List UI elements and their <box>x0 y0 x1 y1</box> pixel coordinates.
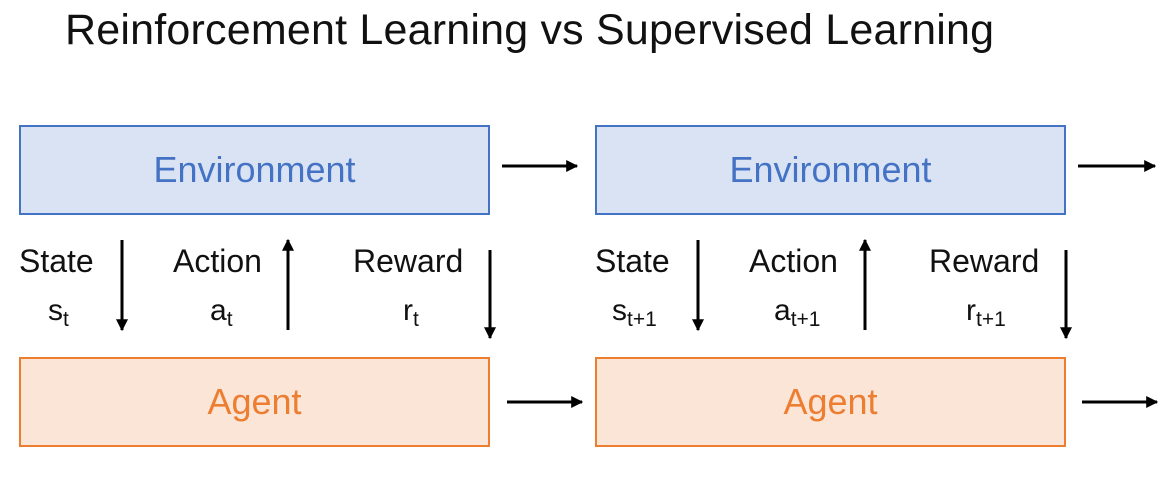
slide-title: Reinforcement Learning vs Supervised Lea… <box>65 6 995 54</box>
state-label: State <box>595 243 670 279</box>
environment-label: Environment <box>729 149 932 190</box>
reward-symbol: rt+1 <box>966 294 1006 331</box>
timestep-panel-t-plus-1: Environment Agent State st+1 Action at+1… <box>0 0 1066 483</box>
agent-box: Agent <box>19 357 490 447</box>
environment-box: Environment <box>595 125 1066 215</box>
environment-box: Environment <box>19 125 490 215</box>
state-symbol: st+1 <box>612 294 657 331</box>
reward-label: Reward <box>929 243 1040 279</box>
action-label: Action <box>173 243 262 279</box>
agent-label: Agent <box>207 381 302 422</box>
environment-label: Environment <box>153 149 356 190</box>
state-label: State <box>19 243 94 279</box>
timestep-panel-t: Environment Agent State st Action at Rew… <box>0 0 580 483</box>
agent-box: Agent <box>595 357 1066 447</box>
reward-label: Reward <box>353 243 464 279</box>
state-symbol: st <box>48 294 69 331</box>
action-symbol: at <box>210 294 233 331</box>
action-symbol: at+1 <box>774 294 821 331</box>
reward-symbol: rt <box>403 294 419 331</box>
agent-label: Agent <box>783 381 878 422</box>
action-label: Action <box>749 243 838 279</box>
